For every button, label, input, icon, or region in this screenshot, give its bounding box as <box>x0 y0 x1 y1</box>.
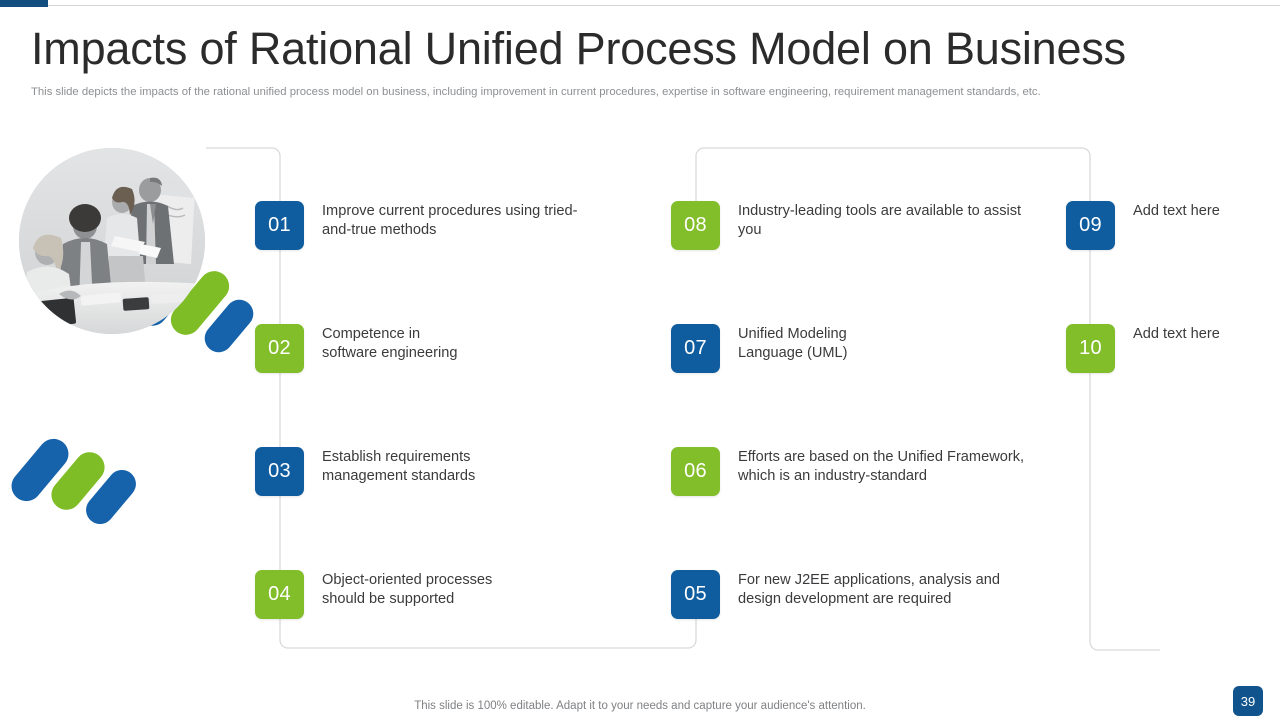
list-item[interactable]: 01 Improve current procedures using trie… <box>255 201 605 250</box>
item-number-badge: 09 <box>1066 201 1115 250</box>
footer-note: This slide is 100% editable. Adapt it to… <box>414 700 866 712</box>
list-item[interactable]: 09 Add text here <box>1066 201 1266 250</box>
item-number-badge: 08 <box>671 201 720 250</box>
list-item[interactable]: 04 Object-oriented processes should be s… <box>255 570 605 619</box>
team-meeting-photo <box>19 148 205 334</box>
item-label: Competence in software engineering <box>322 326 458 362</box>
item-number-badge: 03 <box>255 447 304 496</box>
list-item[interactable]: 03 Establish requirements management sta… <box>255 447 605 496</box>
top-accent-bar <box>0 0 48 7</box>
item-label: Unified Modeling Language (UML) <box>738 326 848 362</box>
page-subtitle: This slide depicts the impacts of the ra… <box>31 86 1041 98</box>
list-item[interactable]: 05 For new J2EE applications, analysis a… <box>671 570 1031 619</box>
list-item[interactable]: 08 Industry-leading tools are available … <box>671 201 1031 250</box>
item-label: Improve current procedures using tried-a… <box>322 203 578 239</box>
item-label: Industry-leading tools are available to … <box>738 203 1022 239</box>
item-label: Add text here <box>1133 326 1220 342</box>
item-label: For new J2EE applications, analysis and … <box>738 572 1001 608</box>
decorative-photo-group <box>5 148 260 530</box>
item-label: Efforts are based on the Unified Framewo… <box>738 449 1025 485</box>
item-number-badge: 06 <box>671 447 720 496</box>
item-label: Add text here <box>1133 203 1220 219</box>
item-number-badge: 01 <box>255 201 304 250</box>
item-number-badge: 05 <box>671 570 720 619</box>
item-number-badge: 02 <box>255 324 304 373</box>
list-item[interactable]: 07 Unified Modeling Language (UML) <box>671 324 1031 373</box>
page-number-badge: 39 <box>1233 686 1263 716</box>
page-title: Impacts of Rational Unified Process Mode… <box>31 23 1126 74</box>
top-divider-line <box>48 5 1280 6</box>
item-label: Object-oriented processes should be supp… <box>322 572 493 608</box>
list-item[interactable]: 06 Efforts are based on the Unified Fram… <box>671 447 1031 496</box>
item-label: Establish requirements management standa… <box>322 449 476 485</box>
list-item[interactable]: 02 Competence in software engineering <box>255 324 605 373</box>
item-number-badge: 07 <box>671 324 720 373</box>
list-item[interactable]: 10 Add text here <box>1066 324 1266 373</box>
item-number-badge: 10 <box>1066 324 1115 373</box>
item-number-badge: 04 <box>255 570 304 619</box>
